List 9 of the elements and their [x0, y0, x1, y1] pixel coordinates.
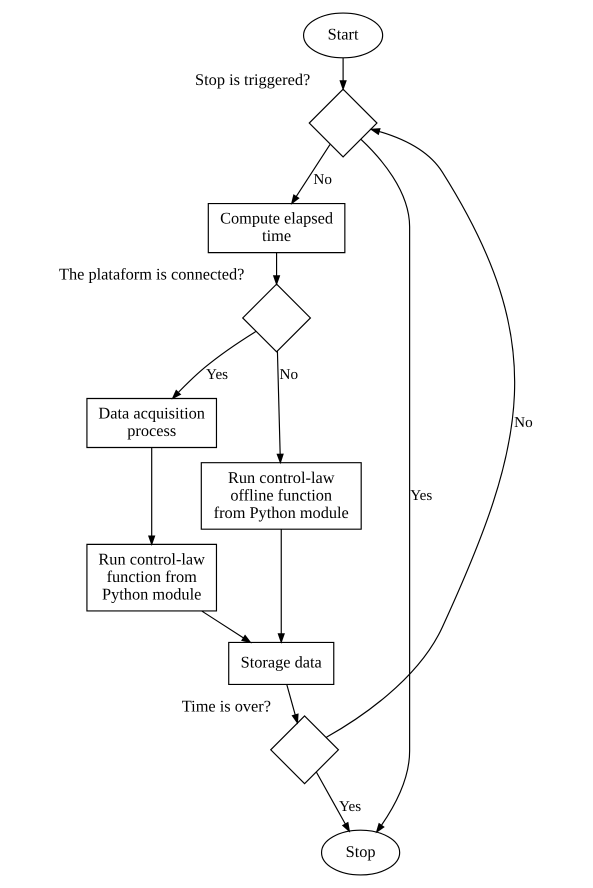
edge-label: Yes: [410, 486, 432, 504]
edge-label: No: [312, 171, 332, 188]
edge-label: No: [279, 366, 298, 384]
edge-label: Yes: [206, 366, 228, 384]
edge-label: Yes: [338, 798, 361, 815]
edge-label: No: [514, 414, 532, 431]
node-label: The plataform is connected?: [58, 264, 244, 284]
node-label: Stop is triggered?: [194, 70, 310, 89]
node-label: Time is over?: [181, 696, 270, 716]
